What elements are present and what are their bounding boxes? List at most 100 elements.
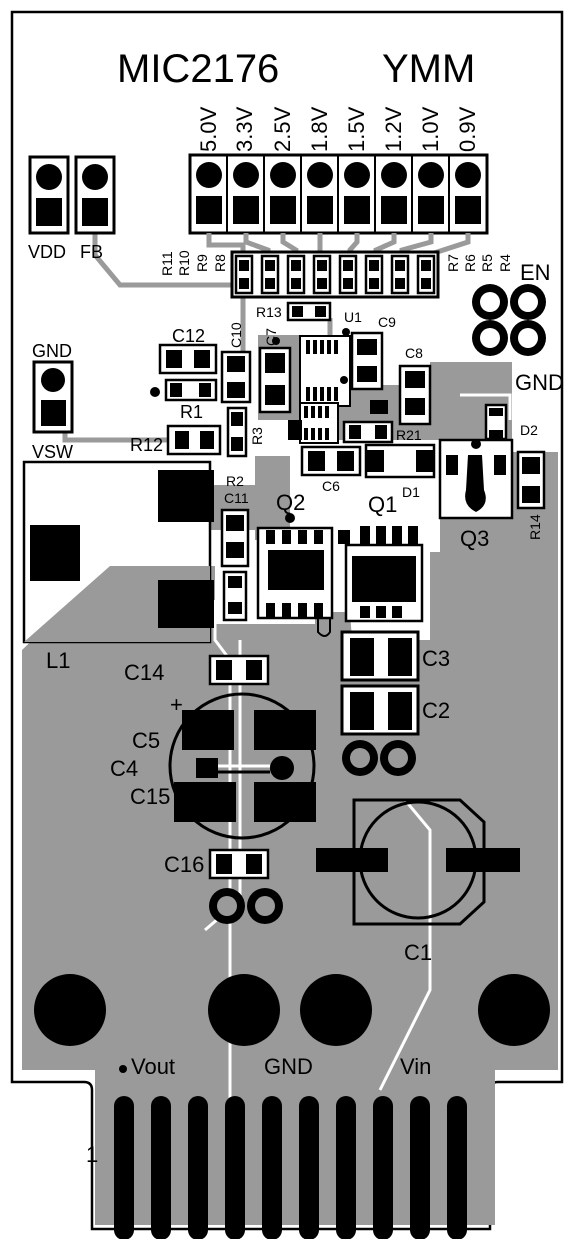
- c16-pad: [216, 854, 232, 874]
- edge-fingers[interactable]: [114, 1096, 467, 1239]
- c16-pad: [246, 854, 262, 874]
- ground-pour-main: [22, 480, 558, 1225]
- refdes-label: R6: [462, 254, 478, 272]
- voltage-label: 1.2V: [381, 106, 406, 152]
- refdes-label: R11: [159, 251, 175, 276]
- d1-pad: [416, 450, 434, 472]
- u1-pin1-dot: [342, 328, 350, 336]
- q3: [438, 438, 514, 520]
- c12-label: C12: [172, 326, 205, 346]
- c11-pad: [226, 515, 244, 531]
- board-title: MIC2176: [117, 47, 279, 91]
- output-vias: [209, 888, 283, 924]
- c11-pad: [226, 542, 244, 558]
- c15-label: C15: [130, 784, 170, 809]
- vdd-label: VDD: [28, 242, 66, 262]
- q2-pin1: [285, 513, 295, 523]
- l1-pad: [158, 580, 214, 628]
- input-vias: [342, 740, 416, 776]
- c6-label: C6: [322, 478, 340, 494]
- c12b-pad: [199, 383, 211, 397]
- c9-pad: [357, 339, 377, 355]
- d1-pad: [366, 450, 384, 472]
- d1-label: D1: [402, 484, 420, 500]
- isolation-trace-1: [213, 600, 232, 1225]
- c14-label: C14: [124, 660, 164, 685]
- d2-label: D2: [520, 422, 538, 438]
- c14-pad: [246, 660, 262, 680]
- c16-label: C16: [164, 852, 204, 877]
- voltage-labels: 5.0V 3.3V 2.5V 1.8V 1.5V 1.2V 1.0V 0.9V: [196, 106, 480, 152]
- en-jumper[interactable]: [472, 284, 546, 356]
- brand-label: YMM: [382, 47, 475, 91]
- r13-pad: [315, 306, 326, 317]
- d2-pad: [489, 408, 503, 416]
- r13-label: R13: [256, 304, 282, 320]
- c6-pad: [308, 451, 325, 471]
- c2-label: C2: [422, 698, 450, 723]
- resistor-labels-left: R11 R10 R9 R8: [159, 250, 228, 276]
- en-label: EN: [520, 260, 551, 285]
- r2-pad: [228, 576, 242, 588]
- vout-label: Vout: [131, 1054, 175, 1079]
- voltage-header-dividers: [226, 155, 450, 233]
- resistor-labels-right: R7 R6 R5 R4: [445, 254, 513, 272]
- r12-label: R12: [130, 435, 163, 455]
- gnd-left-label: GND: [32, 341, 72, 361]
- pad-small: [370, 400, 388, 414]
- fb-pin: [82, 164, 108, 190]
- voltage-label: 1.8V: [307, 106, 332, 152]
- c9-label: C9: [378, 314, 396, 330]
- voltage-label: 0.9V: [455, 106, 480, 152]
- u1-label: U1: [344, 309, 362, 325]
- c8-pad: [405, 398, 425, 415]
- r3-pad: [231, 412, 243, 426]
- isolation-trace-4: [460, 393, 512, 420]
- c10-pad: [227, 382, 245, 398]
- q1: [338, 526, 424, 623]
- r14-pad: [522, 486, 540, 503]
- d2-pad: [489, 430, 503, 438]
- r21-pad: [375, 425, 387, 439]
- c8-label: C8: [405, 345, 423, 361]
- r13-pad: [292, 306, 303, 317]
- c10-pad: [227, 356, 245, 372]
- refdes-label: R4: [497, 254, 513, 272]
- c5-label: C5: [132, 728, 160, 753]
- c3: [340, 630, 420, 682]
- voltage-label: 1.0V: [418, 106, 443, 152]
- c6-pad: [337, 451, 354, 471]
- resistor-array-pad-fills: [239, 260, 431, 289]
- refdes-label: R9: [194, 254, 210, 272]
- via: [150, 387, 160, 397]
- refdes-label: R10: [176, 250, 192, 276]
- fb-label: FB: [80, 242, 103, 262]
- q2: [256, 526, 334, 637]
- l1-pad: [30, 525, 80, 581]
- vsw-pad: [41, 400, 66, 426]
- r1-pad: [175, 431, 189, 449]
- q2-label: Q2: [276, 490, 305, 515]
- svg-text:+: +: [170, 692, 183, 717]
- u1-pins: [306, 340, 338, 401]
- vsw-label: VSW: [32, 442, 73, 462]
- q1-label: Q1: [368, 492, 397, 517]
- c11-label: C11: [224, 490, 249, 506]
- vdd-pin: [36, 164, 62, 190]
- gnd-pin: [41, 368, 65, 392]
- c14-pad: [216, 660, 232, 680]
- c3-label: C3: [422, 646, 450, 671]
- c2: [340, 684, 420, 736]
- voltage-header-pins: [196, 162, 481, 224]
- mounting-holes: [34, 974, 550, 1046]
- r14-label: R14: [527, 514, 543, 540]
- gnd-right-label: GND: [515, 370, 564, 395]
- via: [272, 337, 280, 345]
- vdd-pad: [36, 198, 62, 226]
- voltage-label: 5.0V: [196, 106, 221, 152]
- q3-label: Q3: [460, 526, 489, 551]
- refdes-label: R5: [479, 254, 495, 272]
- refdes-label: R8: [212, 254, 228, 272]
- r21-pad: [349, 425, 361, 439]
- l1-refdes: L1: [46, 648, 70, 673]
